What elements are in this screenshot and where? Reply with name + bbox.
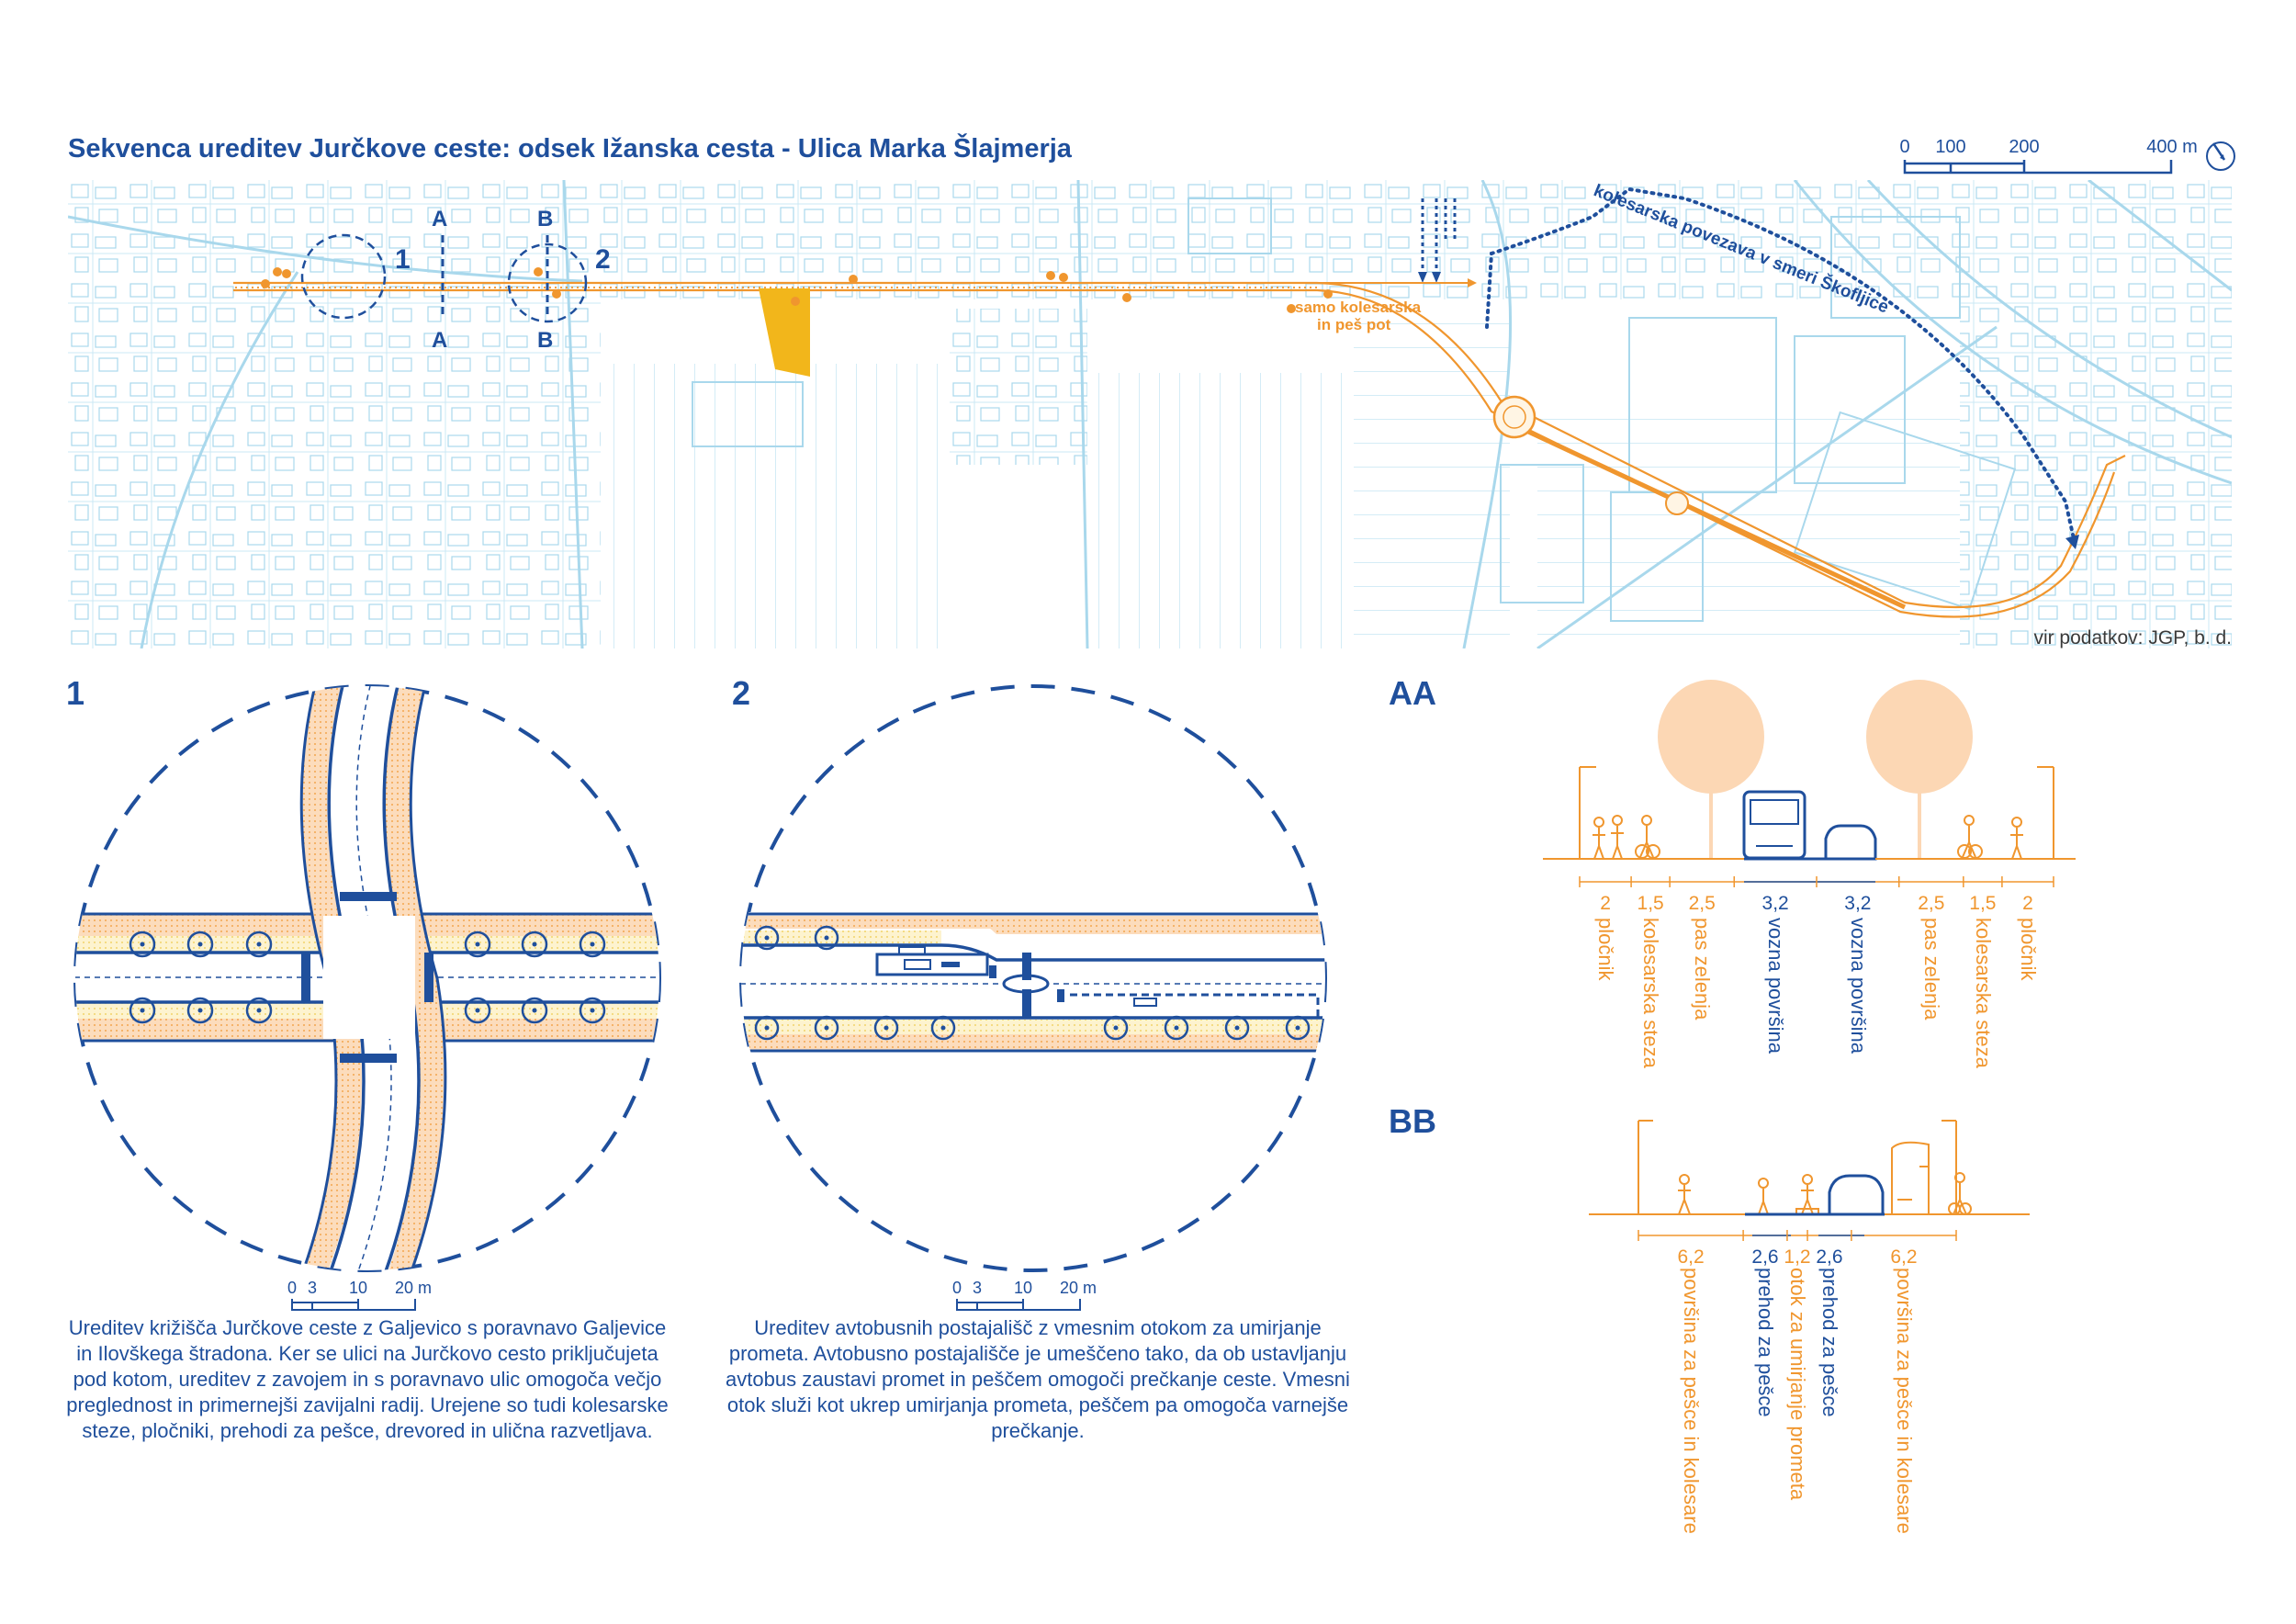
section-zone-label: pas zelenja [1920, 918, 1943, 1021]
section-zone-label: pločnik [2017, 918, 2040, 981]
detail-1-description: Ureditev križišča Jurčkove ceste z Galje… [66, 1316, 669, 1442]
section-a-label: A [432, 207, 447, 231]
section-b-label: B [537, 207, 553, 231]
section-zone-label: vozna površina [1764, 918, 1787, 1054]
scale-label: 100 [1935, 137, 1965, 157]
map-scale-bar: 0 100 200 400 m [1899, 137, 2198, 175]
section-zone-label: prehod za pešce [1754, 1268, 1777, 1417]
section-width-value: 6,2 [1677, 1246, 1704, 1268]
section-bb-title: BB [1389, 1102, 1436, 1140]
map-marker-1: 1 [395, 244, 411, 275]
scale-label: 0 [952, 1279, 962, 1297]
map-marker-2: 2 [595, 244, 611, 275]
section-zone-label: kolesarska steza [1972, 918, 1995, 1069]
scale-label: 10 [349, 1279, 367, 1297]
section-width-value: 2,6 [1816, 1246, 1842, 1268]
north-arrow-icon [2206, 141, 2235, 171]
scale-label: 3 [308, 1279, 317, 1297]
bus-stop-detail-diagram [739, 684, 1327, 1272]
scale-label: 20 m [1060, 1279, 1097, 1297]
scale-label: 20 m [395, 1279, 432, 1297]
scale-label: 10 [1014, 1279, 1032, 1297]
pedestrian-route-label: in peš pot [1317, 316, 1391, 333]
section-width-value: 1,5 [1638, 893, 1664, 914]
intersection-detail-diagram [73, 684, 661, 1272]
section-zone-label: pas zelenja [1691, 918, 1714, 1021]
page-title: Sekvenca ureditev Jurčkove ceste: odsek … [68, 134, 1072, 164]
section-width-value: 2,5 [1689, 893, 1716, 914]
scale-label: 0 [287, 1279, 297, 1297]
detail-2-scale-bar: 0 3 10 20 m [952, 1279, 1097, 1311]
cross-section-aa: 2 1,5 2,5 3,2 3,2 2,5 1,5 2 pločnik kolesarska s… [1543, 680, 2076, 1069]
section-zone-label: prehod za pešce [1818, 1268, 1841, 1417]
section-width-value: 2,6 [1751, 1246, 1778, 1268]
section-width-value: 3,2 [1762, 893, 1789, 914]
section-zone-label: površina za pešce in kolesare [1893, 1268, 1916, 1534]
section-zone-label: pločnik [1594, 918, 1617, 981]
scale-label: 0 [1899, 137, 1909, 157]
section-b-label: B [537, 328, 553, 353]
detail-2-number: 2 [732, 674, 751, 712]
data-source: vir podatkov: JGP, b. d. [2033, 627, 2232, 648]
site-map: 1 2 A A B B kolesarska povezava v smeri … [68, 180, 2232, 648]
section-width-value: 1,5 [1969, 893, 1996, 914]
scale-label: 400 m [2146, 137, 2198, 157]
section-zone-label: kolesarska steza [1639, 918, 1662, 1069]
detail-1-number: 1 [66, 674, 85, 712]
section-a-label: A [432, 328, 447, 353]
section-width-value: 6,2 [1890, 1246, 1917, 1268]
section-width-value: 1,2 [1784, 1246, 1810, 1268]
section-width-value: 2,5 [1918, 893, 1944, 914]
pedestrian-route-label: samo kolesarska [1295, 299, 1422, 316]
detail-2-description: Ureditev avtobusnih postajališč z vmesni… [726, 1316, 1350, 1442]
section-aa-title: AA [1389, 674, 1436, 712]
scale-label: 200 [2009, 137, 2039, 157]
section-width-value: 2 [2022, 893, 2033, 914]
section-zone-label: vozna površina [1847, 918, 1870, 1054]
scale-label: 3 [973, 1279, 982, 1297]
detail-1-scale-bar: 0 3 10 20 m [287, 1279, 432, 1311]
section-zone-label: otok za umirjanje prometa [1786, 1268, 1809, 1501]
section-width-value: 2 [1600, 893, 1611, 914]
section-zone-label: površina za pešce in kolesare [1680, 1268, 1703, 1534]
section-width-value: 3,2 [1844, 893, 1871, 914]
cross-section-bb: 6,2 2,6 1,2 2,6 6,2 površina za pešce in kol… [1589, 1120, 2030, 1534]
